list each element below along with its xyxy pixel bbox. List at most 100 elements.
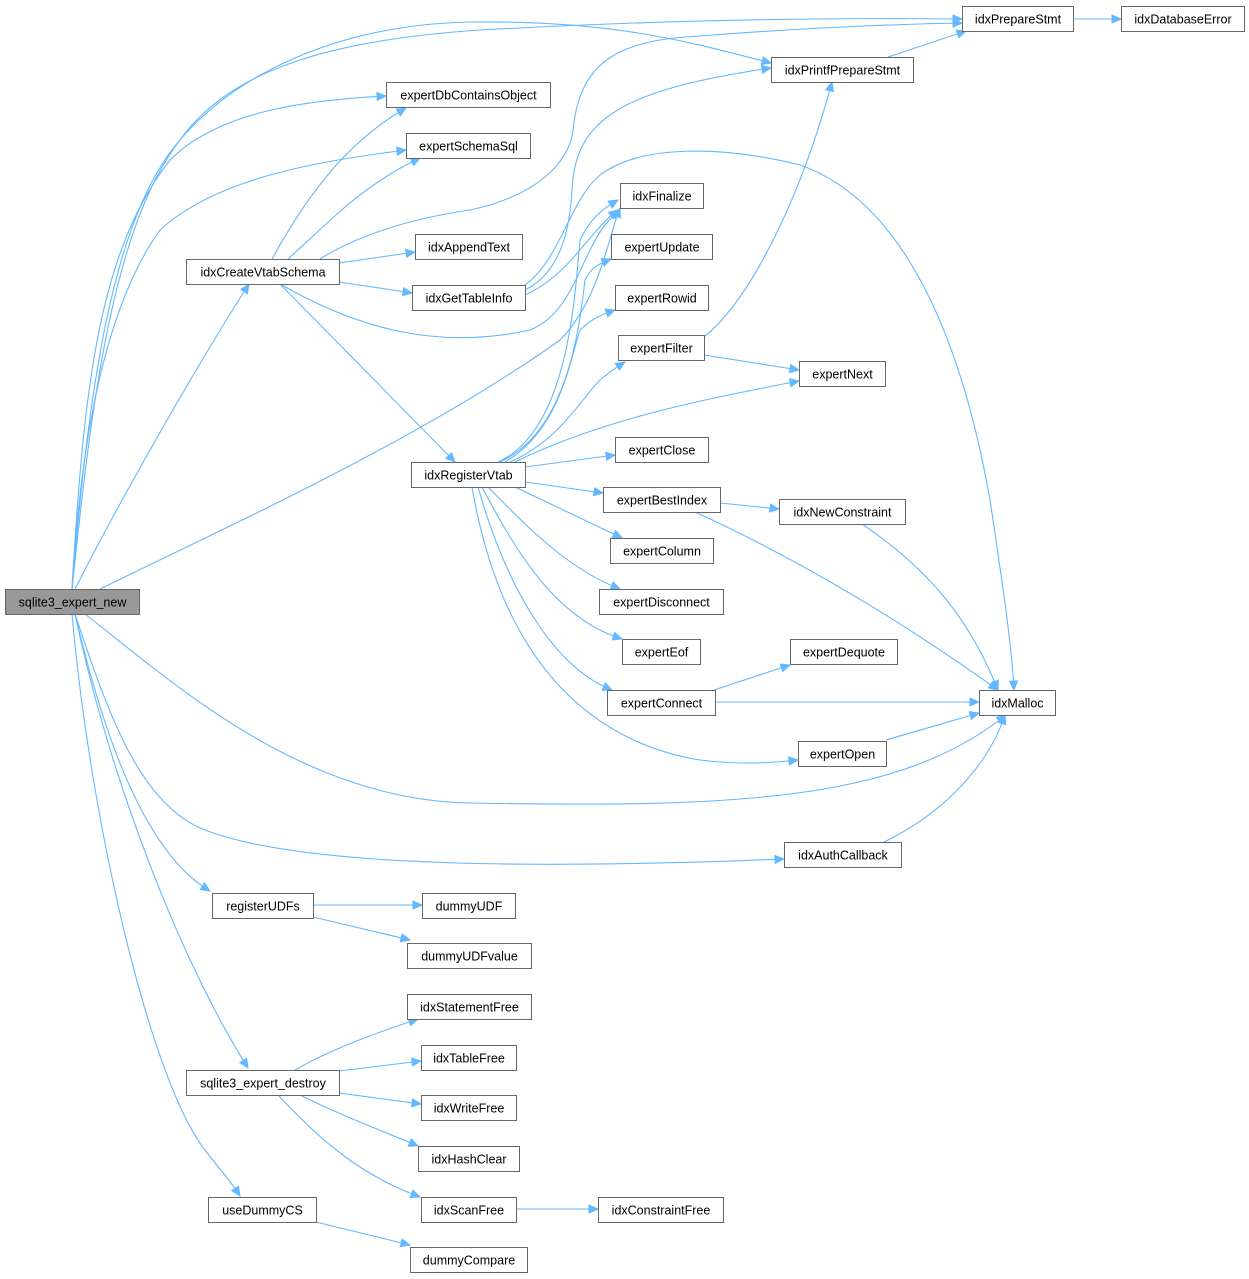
arrowhead-expertbestindex (592, 486, 605, 497)
edge-sqlite3-expert-new-to-idxauthcallback (74, 613, 785, 865)
edge-idxregistervtab-to-expertdisconnect (487, 486, 621, 590)
node-idxpreparestmt[interactable]: idxPrepareStmt (962, 6, 1074, 32)
arrowhead-idxconstraintfree (588, 1204, 600, 1214)
node-idxappendtext[interactable]: idxAppendText (415, 234, 523, 260)
edge-sqlite3-expert-destroy-to-idxstatementfree (294, 1018, 419, 1071)
node-experteof[interactable]: expertEof (622, 639, 701, 665)
node-label: idxTableFree (433, 1052, 505, 1066)
node-usedummycs[interactable]: useDummyCS (208, 1197, 317, 1223)
node-expertdequote[interactable]: expertDequote (790, 639, 898, 665)
arrowhead-idxmalloc (968, 711, 981, 721)
node-label: idxAppendText (428, 241, 511, 255)
node-idxprintfpreparestmt[interactable]: idxPrintfPrepareStmt (771, 57, 914, 83)
node-idxstatementfree[interactable]: idxStatementFree (407, 994, 532, 1020)
node-sqlite3-expert-new[interactable]: sqlite3_expert_new (5, 589, 140, 615)
node-expertdbcontainsobject[interactable]: expertDbContainsObject (386, 82, 551, 108)
edge-sqlite3-expert-new-to-idxmalloc (84, 613, 1007, 805)
node-sqlite3-expert-destroy[interactable]: sqlite3_expert_destroy (186, 1070, 340, 1096)
arrowhead-idxgettableinfo (401, 286, 414, 297)
arrowhead-expertnext (788, 378, 801, 388)
arrowhead-expertschemasql (409, 157, 422, 167)
node-box (186, 259, 340, 285)
edge-usedummycs-to-dummycompare (315, 1221, 411, 1246)
node-idxcreatevtabschema[interactable]: idxCreateVtabSchema (186, 259, 340, 285)
node-idxdatabaseerror[interactable]: idxDatabaseError (1121, 6, 1245, 32)
node-expertrowid[interactable]: expertRowid (615, 285, 709, 311)
edge-expertopen-to-idxmalloc (885, 712, 980, 741)
edge-idxregistervtab-to-expertupdate (499, 258, 612, 463)
node-idxtablefree[interactable]: idxTableFree (421, 1045, 517, 1071)
node-idxmalloc[interactable]: idxMalloc (979, 690, 1056, 716)
arrowhead-expertconnect (601, 681, 614, 691)
edge-idxregistervtab-to-expertconnect (477, 486, 613, 691)
arrowhead-idxfinalize (607, 209, 619, 220)
node-idxconstraintfree[interactable]: idxConstraintFree (598, 1197, 724, 1223)
arrowhead-idxprintfpreparestmt (824, 80, 835, 93)
arrowhead-idxmalloc (1008, 680, 1019, 692)
edge-idxnewconstraint-to-idxmalloc (861, 523, 999, 691)
node-label: sqlite3_expert_new (19, 596, 128, 610)
node-idxscanfree[interactable]: idxScanFree (421, 1197, 517, 1223)
node-idxhashclear[interactable]: idxHashClear (418, 1146, 520, 1172)
arrowhead-idxwritefree (410, 1098, 423, 1108)
arrowhead-dummyudf (412, 900, 424, 910)
node-label: idxHashClear (431, 1153, 506, 1167)
arrowhead-idxprintfpreparestmt (760, 64, 773, 75)
node-dummyudfvalue[interactable]: dummyUDFvalue (407, 943, 532, 969)
node-box (212, 893, 314, 919)
node-expertnext[interactable]: expertNext (799, 361, 886, 387)
edge-idxcreatevtabschema-to-expertdbcontainsobject (271, 107, 407, 260)
node-expertschemasql[interactable]: expertSchemaSql (406, 133, 531, 159)
node-idxregistervtab[interactable]: idxRegisterVtab (411, 462, 526, 488)
edge-idxregistervtab-to-expertclose (524, 454, 616, 468)
edge-sqlite3-expert-destroy-to-idxwritefree (338, 1092, 422, 1105)
node-expertopen[interactable]: expertOpen (798, 741, 887, 767)
node-label: idxScanFree (434, 1204, 504, 1218)
node-expertdisconnect[interactable]: expertDisconnect (599, 589, 724, 615)
edge-expertconnect-to-expertdequote (713, 664, 791, 691)
node-box (603, 487, 721, 513)
edge-sqlite3-expert-destroy-to-idxtablefree (338, 1060, 422, 1072)
arrowhead-expertdisconnect (609, 581, 622, 590)
node-dummyudf[interactable]: dummyUDF (422, 893, 516, 919)
node-idxauthcallback[interactable]: idxAuthCallback (784, 842, 902, 868)
edge-sqlite3-expert-new-to-expertdbcontainsobject (71, 95, 387, 590)
arrowhead-expertopen (788, 756, 800, 766)
edge-idxcreatevtabschema-to-expertschemasql (287, 157, 421, 260)
edge-sqlite3-expert-destroy-to-idxscanfree (277, 1094, 421, 1198)
node-registerudfs[interactable]: registerUDFs (212, 893, 314, 919)
node-label: dummyUDFvalue (421, 950, 518, 964)
node-expertcolumn[interactable]: expertColumn (610, 538, 714, 564)
node-label: expertOpen (810, 748, 875, 762)
node-box (790, 639, 898, 665)
node-expertupdate[interactable]: expertUpdate (611, 234, 713, 260)
node-box (598, 1197, 724, 1223)
node-box (979, 690, 1056, 716)
node-idxnewconstraint[interactable]: idxNewConstraint (779, 499, 906, 525)
node-label: expertSchemaSql (419, 140, 518, 154)
node-box (410, 1247, 528, 1273)
node-box (5, 589, 140, 615)
node-expertclose[interactable]: expertClose (615, 437, 709, 463)
node-box (407, 994, 532, 1020)
node-expertbestindex[interactable]: expertBestIndex (603, 487, 721, 513)
node-expertconnect[interactable]: expertConnect (607, 690, 716, 716)
node-label: expertClose (629, 444, 696, 458)
arrowhead-idxmalloc (989, 679, 999, 692)
node-box (799, 361, 886, 387)
node-idxwritefree[interactable]: idxWriteFree (421, 1095, 517, 1121)
node-idxfinalize[interactable]: idxFinalize (620, 183, 704, 209)
node-box (421, 1045, 517, 1071)
arrowhead-idxregistervtab (444, 451, 456, 463)
node-label: idxConstraintFree (612, 1204, 711, 1218)
arrowhead-expertcolumn (611, 529, 624, 539)
node-dummycompare[interactable]: dummyCompare (410, 1247, 528, 1273)
node-idxgettableinfo[interactable]: idxGetTableInfo (412, 285, 526, 311)
node-box (622, 639, 701, 665)
edge-sqlite3-expert-destroy-to-idxhashclear (299, 1094, 419, 1147)
edge-sqlite3-expert-new-to-registerudfs (74, 613, 211, 892)
node-expertfilter[interactable]: expertFilter (618, 335, 705, 361)
node-box (418, 1146, 520, 1172)
arrowhead-idxcreatevtabschema (239, 282, 250, 295)
